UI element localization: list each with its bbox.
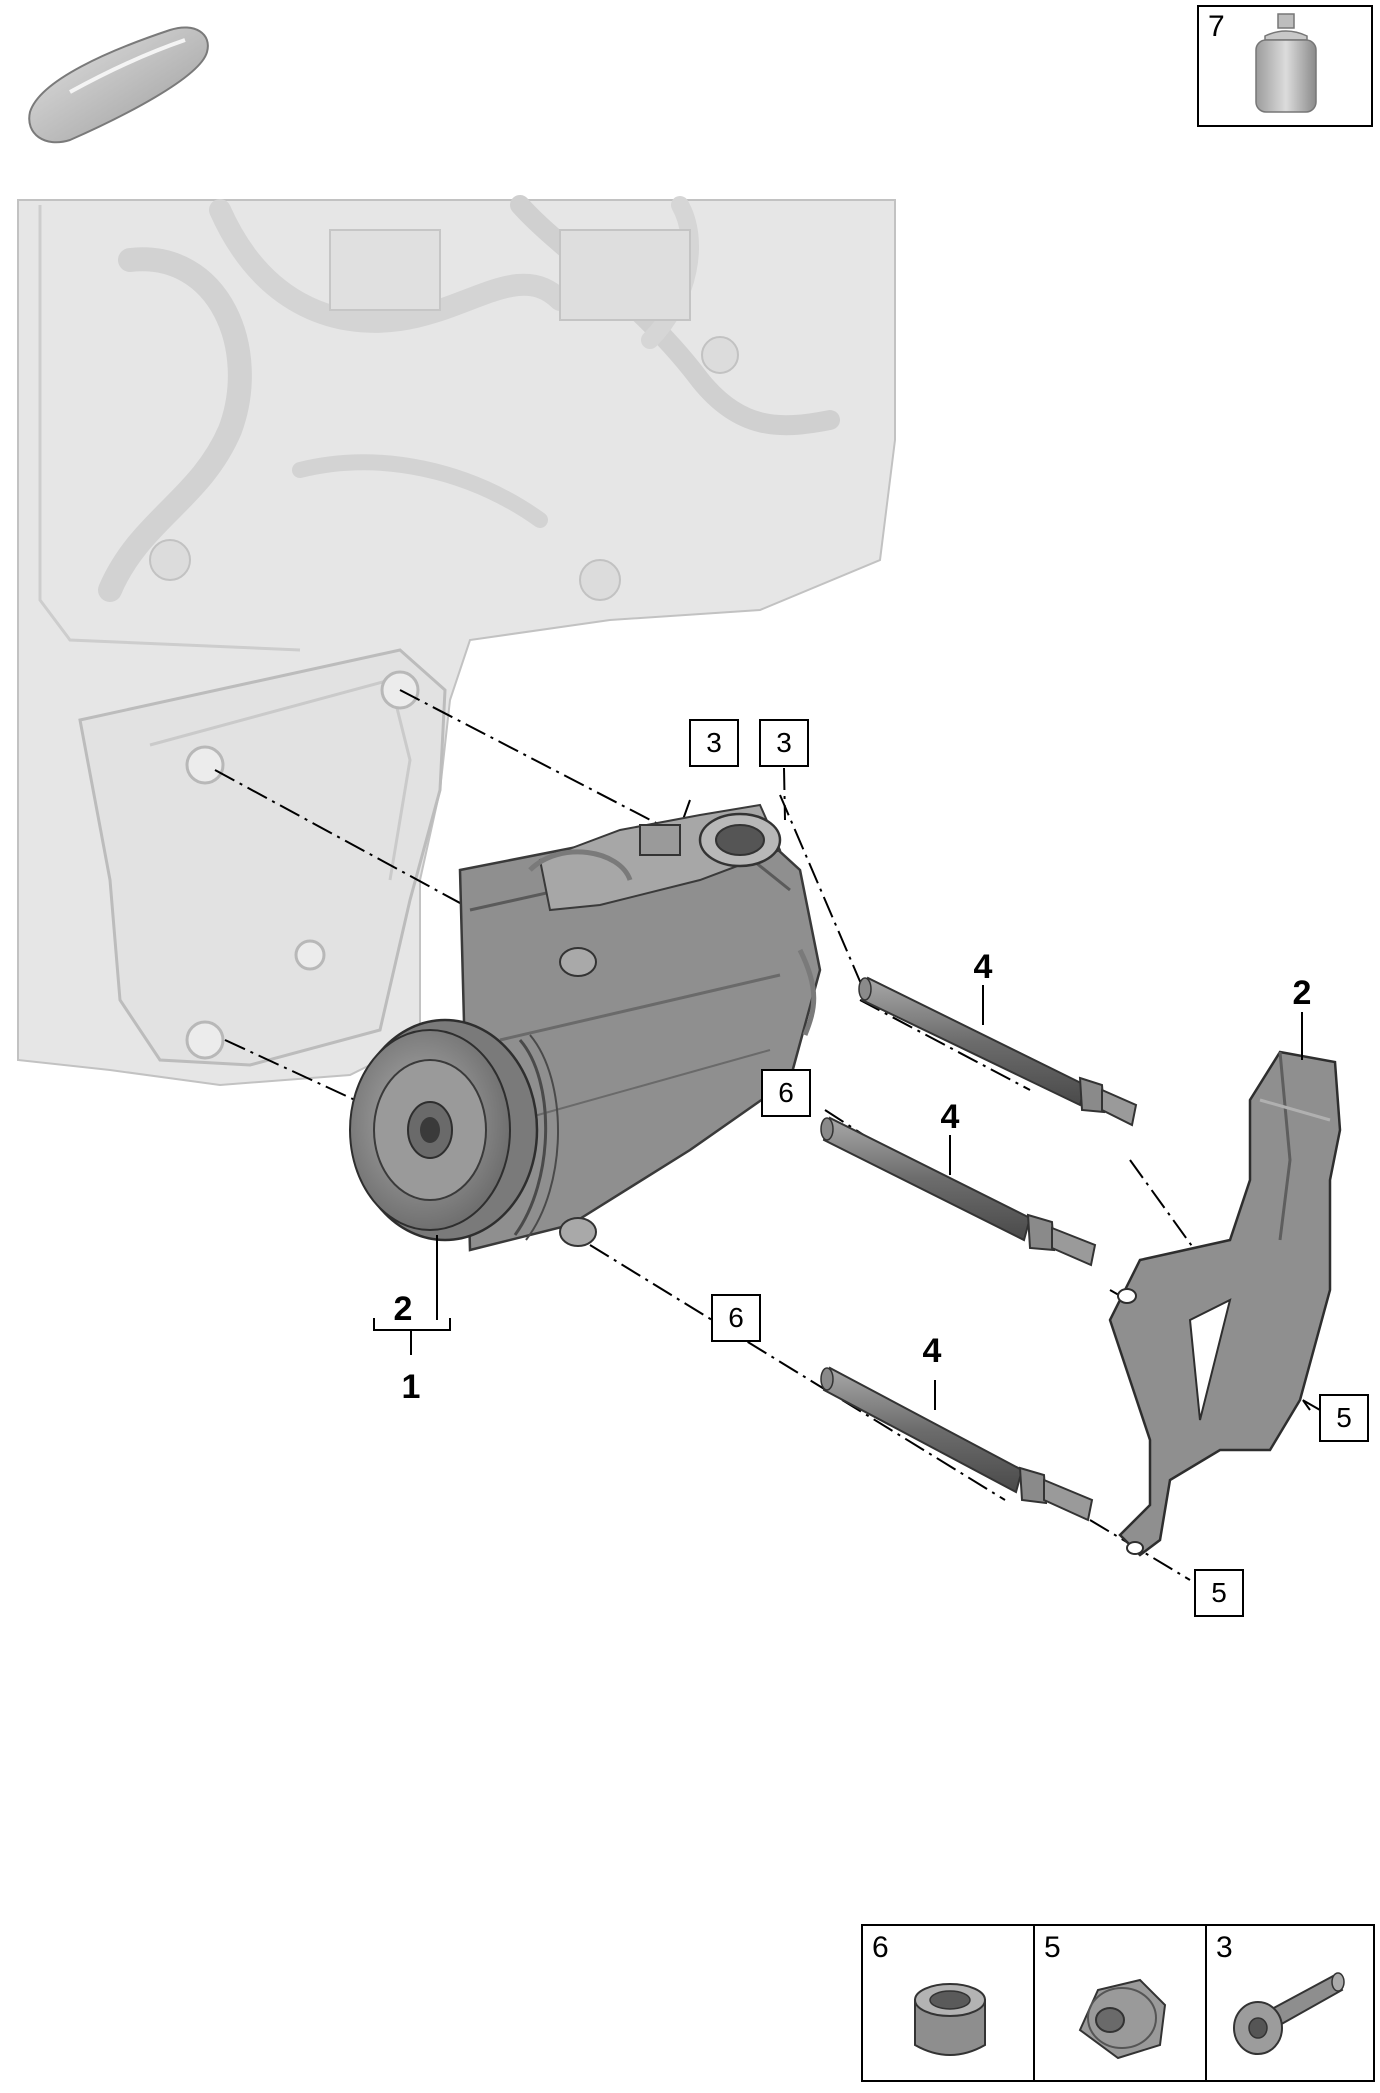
callout-5-lower: 5 [1194, 1569, 1244, 1617]
callout-4-upper: 4 [974, 948, 993, 986]
callout-6-lower: 6 [711, 1294, 761, 1342]
svg-text:3: 3 [706, 727, 722, 758]
mounting-bracket [1108, 1050, 1342, 1557]
svg-text:6: 6 [728, 1302, 744, 1333]
callout-5-upper: 5 [1319, 1394, 1369, 1442]
inset-number-3: 3 [1216, 1931, 1233, 1964]
hex-nut-icon [1078, 1978, 1167, 2060]
inset-box-7: 7 [1197, 5, 1373, 127]
inset-number-5: 5 [1044, 1931, 1061, 1964]
svg-text:6: 6 [778, 1077, 794, 1108]
callout-3-right: 3 [759, 719, 809, 767]
svg-text:5: 5 [1211, 1577, 1227, 1608]
leader-lines [373, 985, 1303, 1410]
inset-strip-bottom: 6 5 3 [861, 1924, 1375, 2082]
callout-4-lower: 4 [923, 1332, 942, 1370]
long-bolt-middle [820, 1116, 1097, 1267]
bottle-icon [1255, 13, 1317, 113]
long-bolt-lower [820, 1366, 1094, 1522]
callout-2-compressor: 2 [394, 1290, 413, 1328]
bolt-icon [1233, 1972, 1345, 2055]
svg-text:3: 3 [776, 727, 792, 758]
callout-1: 1 [402, 1368, 421, 1406]
callout-2-bracket: 2 [1293, 974, 1312, 1012]
inset-number-6: 6 [872, 1931, 889, 1964]
svg-text:5: 5 [1336, 1402, 1352, 1433]
long-bolt-upper [858, 976, 1138, 1127]
callout-6-upper: 6 [761, 1069, 811, 1117]
callout-4-middle: 4 [941, 1098, 960, 1136]
car-silhouette-icon [28, 26, 209, 144]
engine-block [17, 195, 896, 1087]
inset-number-7: 7 [1208, 10, 1225, 43]
bushing-icon [914, 1983, 986, 2056]
ac-compressor [349, 803, 822, 1252]
callout-3-left: 3 [689, 719, 739, 767]
